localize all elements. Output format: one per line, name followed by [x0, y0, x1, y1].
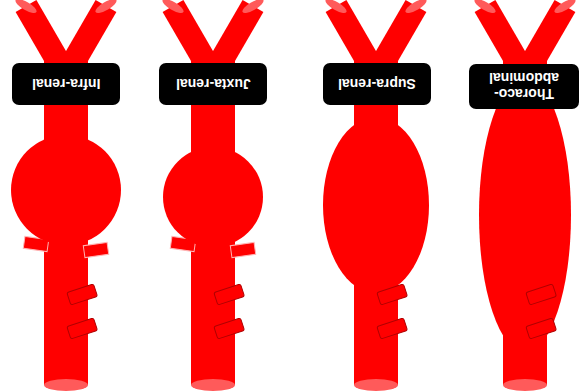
label-box: Juxta-renal [159, 63, 267, 105]
infra-renal-aorta [11, 0, 121, 391]
label-box: Supra-renal [323, 63, 431, 105]
label-text: Infra-renal [32, 76, 100, 92]
label-text: Juxta-renal [176, 76, 251, 92]
juxta-renal-aorta [161, 0, 266, 391]
thoraco-abdominal-aorta [473, 0, 578, 391]
label-box: Thoraco- abdominal [469, 64, 579, 109]
label-box: Infra-renal [12, 63, 120, 105]
label-text: Thoraco- abdominal [476, 70, 572, 102]
supra-renal-aorta [323, 0, 429, 391]
label-text: Supra-renal [338, 76, 416, 92]
